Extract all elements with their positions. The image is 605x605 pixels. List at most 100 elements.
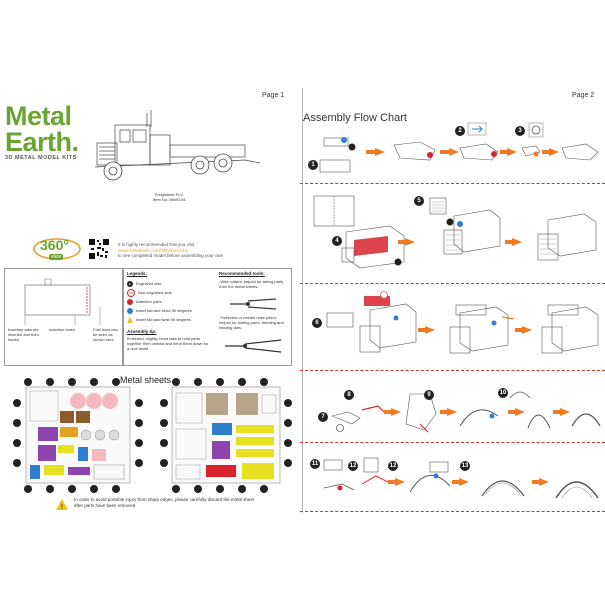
view-360-number: 360° (40, 237, 69, 253)
view-360-label: view (49, 254, 64, 260)
flow-arrow (553, 410, 561, 414)
metal-sheet-1 (8, 373, 148, 496)
assembly-tip-title: Assembly tip: (127, 329, 157, 334)
row-divider (300, 283, 605, 284)
step-3-result-drawing (561, 143, 599, 161)
flow-arrow-head (391, 408, 401, 416)
attention-point-icon (127, 298, 133, 305)
svg-text:!: ! (61, 504, 63, 510)
flow-arrow-head (449, 148, 459, 156)
step-13-result-drawing (555, 481, 599, 499)
model-item-number: Item No. MMS144 (153, 197, 186, 202)
view-360-line-2: to see completed model before assembling… (118, 253, 224, 258)
flow-arrow (398, 240, 406, 244)
flow-arrow (384, 410, 392, 414)
flow-arrow (505, 240, 513, 244)
view-360-badge: 360° view (32, 233, 82, 263)
legend-item: E Engraved side (127, 279, 217, 288)
engraved-side-icon: E (127, 280, 133, 287)
step-11-number: 11 (310, 459, 320, 469)
flow-chart-title: Assembly Flow Chart (303, 112, 407, 124)
legend-box: Legends: E Engraved side NE Non-engraved… (122, 268, 292, 366)
metal-sheet-2 (156, 373, 296, 496)
model-info: Freightliner FLC Item No. MMS144 (153, 192, 185, 202)
flow-arrow-head (447, 408, 457, 416)
step-9-number: 9 (424, 390, 434, 400)
flow-arrow-head (515, 408, 525, 416)
step-11-drawing (323, 483, 355, 491)
step-2-icon (467, 122, 487, 136)
flow-arrow (500, 150, 508, 154)
view-360-text: It is highly recommended that you visit … (118, 242, 288, 259)
flow-arrow-head (405, 238, 415, 246)
truck-illustration (95, 110, 261, 181)
step-13-number: 13 (460, 461, 470, 471)
legend-label: Attention point (136, 299, 162, 304)
tool-2-text: -Tweezers or needle nose pliers: helpful… (219, 315, 284, 330)
step-12-part (361, 457, 389, 485)
step-5-drawing (443, 209, 501, 255)
warning-icon: ! (56, 499, 68, 510)
row-divider (300, 442, 605, 443)
step-5-number: 5 (414, 196, 424, 206)
step-5-result-drawing (537, 213, 597, 261)
step-1-drawing (319, 137, 356, 173)
step-6-part (326, 312, 354, 328)
flow-arrow-head (539, 478, 549, 486)
flow-arrow-head (425, 326, 435, 334)
view-360-link[interactable]: www.metalearth.com/360/mms144 (118, 247, 188, 253)
flow-arrow (532, 480, 540, 484)
assembly-tip-text: If needed, slightly bend tabs to hold pa… (127, 336, 209, 351)
step-8-number: 8 (344, 390, 354, 400)
step-1-number: 1 (308, 160, 318, 170)
flow-arrow (388, 480, 396, 484)
step-12-number: 12 (348, 461, 358, 471)
flow-arrow (515, 328, 523, 332)
page-1-label: Page 1 (262, 92, 285, 99)
insertion-diagram (24, 278, 101, 325)
page-2-label: Page 2 (572, 92, 595, 99)
model-name: Freightliner FLC (154, 192, 184, 197)
qr-code-icon[interactable] (88, 238, 110, 260)
brand-line-1: Metal (5, 101, 72, 131)
metal-sheet-2-drawing (160, 378, 292, 493)
brand-line-2: Earth. (5, 127, 79, 157)
bend-90-icon (127, 307, 133, 314)
step-4-parts (313, 195, 355, 227)
legend-label: Insert tab and twist 90 degrees (136, 317, 191, 322)
brand-tagline: 3D METAL MODEL KITS (5, 155, 77, 161)
step-9-drawing (459, 409, 499, 427)
legend-list: E Engraved side NE Non-engraved side Att… (127, 279, 217, 324)
twist-90-icon (127, 316, 133, 323)
flow-arrow (508, 410, 516, 414)
legend-item: NE Non-engraved side (127, 288, 217, 297)
flow-arrow-head (560, 408, 570, 416)
warning-text: In order to avoid possible injury from s… (74, 497, 255, 508)
step-7-number: 7 (318, 412, 328, 422)
step-10-number: 10 (498, 388, 508, 398)
legends-title: Legends: (127, 271, 148, 276)
page-divider (302, 88, 303, 513)
flow-arrow-head (549, 148, 559, 156)
legend-item: Insert tab and twist 90 degrees (127, 315, 217, 324)
step-4-number: 4 (332, 236, 342, 246)
step-2-number: 2 (455, 126, 465, 136)
legend-label: Insert tab and bend 90 degrees (136, 308, 192, 313)
flow-arrow-head (522, 326, 532, 334)
flow-arrow (366, 150, 376, 154)
step-6-result-drawing (541, 304, 599, 354)
legend-label: Engraved side (136, 281, 162, 286)
tools-title: Recommended tools: (219, 271, 265, 276)
flow-arrow (440, 410, 448, 414)
legend-item: Insert tab and bend 90 degrees (127, 306, 217, 315)
step-3-number: 3 (515, 126, 525, 136)
legend-label: Non-engraved side (138, 290, 172, 295)
step-13-drawing (481, 480, 525, 497)
insertion-label-tabs: Insertion tabs are inserted and then fol… (8, 327, 39, 342)
step-13-prefix-number: 12 (388, 461, 398, 471)
brand-logo: Metal Earth. 3D METAL MODEL KITS (5, 101, 79, 162)
flow-arrow (452, 480, 460, 484)
step-6b-drawing (449, 304, 515, 354)
row-divider (300, 370, 605, 371)
flow-arrow-head (507, 148, 517, 156)
